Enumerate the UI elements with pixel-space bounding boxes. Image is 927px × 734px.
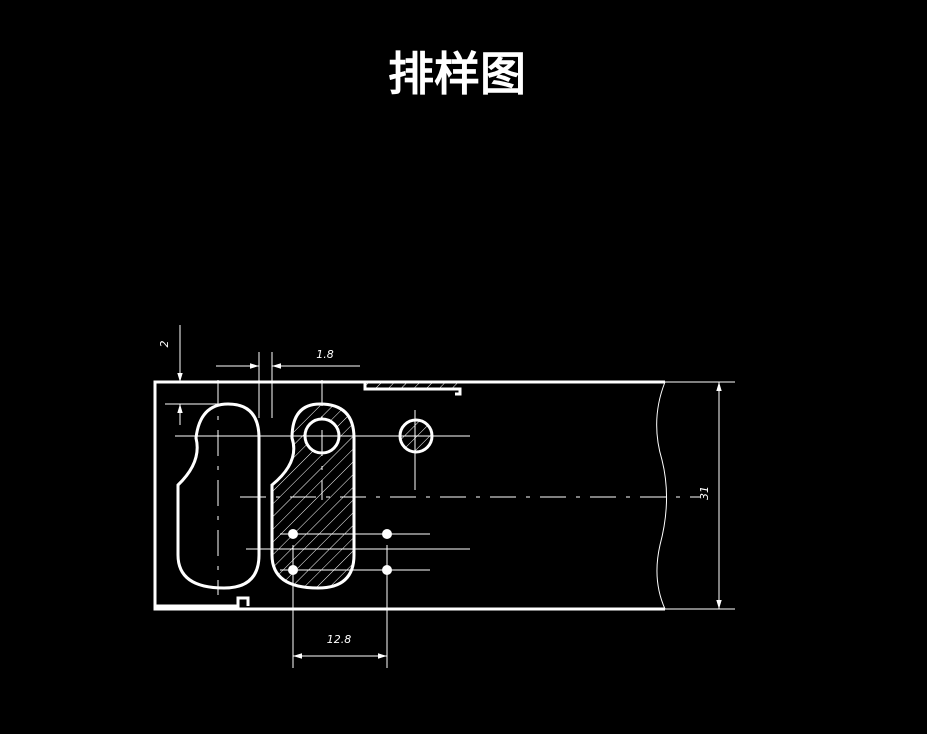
dim-strip-width: 31 xyxy=(665,381,735,610)
dim-pitch: 12.8 xyxy=(292,545,388,668)
dim-top-gap-label: 2 xyxy=(158,341,171,348)
drawing-title: 排样图 xyxy=(388,47,526,101)
strip-outline xyxy=(153,380,667,611)
top-scrap-strip xyxy=(363,382,462,396)
dim-spacing: 1.8 xyxy=(216,348,360,418)
dim-spacing-label: 1.8 xyxy=(316,348,334,361)
slot-outline-left xyxy=(176,402,261,590)
dim-strip-width-label: 31 xyxy=(698,486,711,500)
dim-top-gap: 2 xyxy=(158,325,230,425)
center-lines xyxy=(175,380,700,595)
bottom-notch xyxy=(155,596,250,608)
dim-pitch-label: 12.8 xyxy=(327,633,352,646)
